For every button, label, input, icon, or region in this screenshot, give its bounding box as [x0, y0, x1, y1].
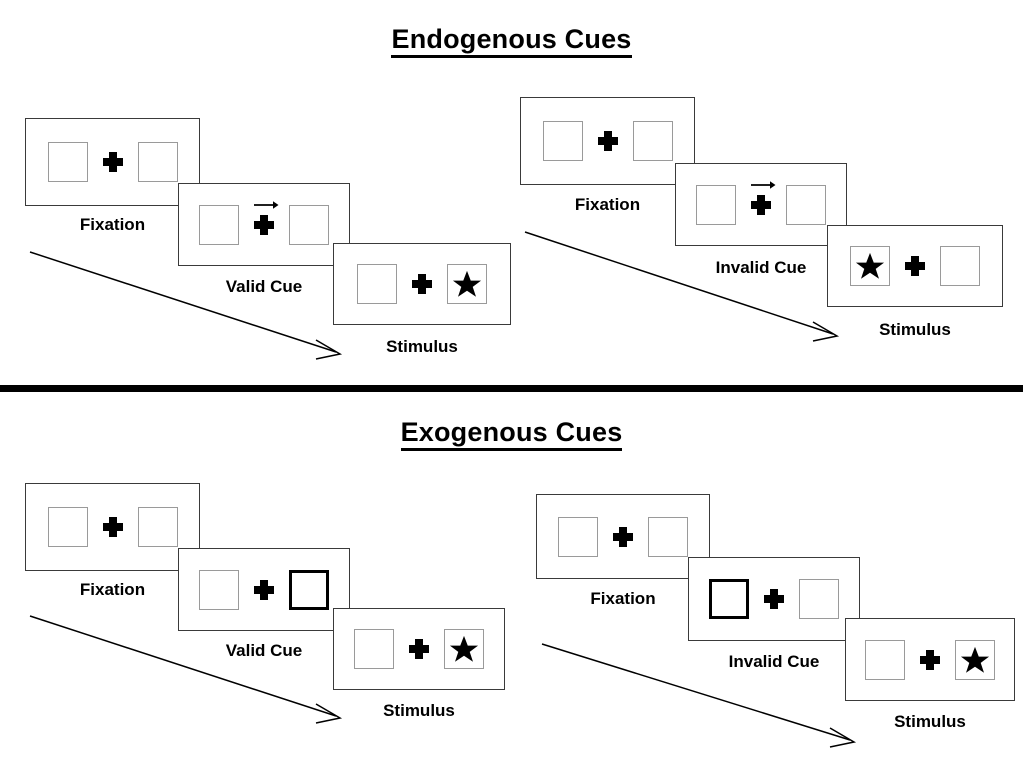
fixation-cross-icon — [102, 516, 124, 538]
fixation-cross-icon — [597, 130, 619, 152]
right-box — [289, 204, 329, 245]
left-box — [47, 142, 88, 182]
panel-content — [558, 516, 688, 557]
section-title-exogenous-text: Exogenous Cues — [400, 417, 623, 451]
panel-label-fixation: Fixation — [574, 195, 641, 214]
star-stimulus-icon — [452, 269, 482, 299]
panel-content — [709, 579, 839, 619]
star-stimulus-icon — [855, 251, 885, 281]
fixation-cross-icon — [750, 180, 776, 216]
fixation-cross-icon — [253, 579, 275, 601]
left-box — [558, 516, 598, 557]
right-box — [444, 629, 484, 669]
group-endogenous-invalid: Fixation Invalid Cue — [505, 0, 1023, 380]
panel-valid-cue-exogenous[interactable] — [178, 548, 350, 631]
left-box — [199, 204, 239, 245]
star-stimulus-icon — [960, 645, 990, 675]
arrow-right-cue-icon — [254, 200, 279, 209]
panel-label-stimulus: Stimulus — [879, 320, 951, 339]
panel-content — [357, 264, 487, 304]
panel-label-stimulus: Stimulus — [894, 712, 966, 731]
left-box — [354, 629, 394, 669]
fixation-cross-icon — [253, 200, 279, 236]
section-title-endogenous: Endogenous Cues — [0, 24, 1023, 58]
group-exogenous-invalid: Fixation Invalid Cue Stimulus — [520, 0, 1023, 767]
panel-fixation-endogenous-invalid[interactable] — [520, 97, 695, 185]
arrow-right-cue-icon — [751, 180, 776, 189]
panel-invalid-cue-exogenous[interactable] — [688, 557, 860, 641]
fixation-cross-icon — [102, 151, 124, 173]
right-box — [799, 579, 839, 619]
right-box — [940, 246, 980, 286]
panel-stimulus-exogenous-valid[interactable] — [333, 608, 505, 690]
right-box-cued — [289, 569, 329, 610]
left-box — [357, 264, 397, 304]
section-title-exogenous: Exogenous Cues — [0, 417, 1023, 451]
fixation-cross-icon — [408, 638, 430, 660]
panel-content — [696, 180, 826, 225]
group-endogenous-valid: Fixation Valid Cue — [0, 0, 520, 380]
fixation-cross-icon — [919, 649, 941, 671]
right-box — [137, 507, 178, 547]
left-box — [850, 246, 890, 286]
panel-stimulus-exogenous-invalid[interactable] — [845, 618, 1015, 701]
panel-label-stimulus: Stimulus — [386, 337, 458, 356]
right-box — [137, 142, 178, 182]
panel-content — [199, 200, 329, 245]
right-box — [648, 516, 688, 557]
panel-content — [199, 569, 329, 610]
right-box — [955, 639, 995, 680]
right-box — [786, 184, 826, 225]
fixation-cross-icon — [612, 526, 634, 548]
left-box — [47, 507, 88, 547]
panel-stimulus-endogenous-invalid[interactable] — [827, 225, 1003, 307]
fixation-cross-icon — [904, 255, 926, 277]
left-box-cued — [709, 579, 749, 619]
group-exogenous-valid: Fixation Valid Cue Stimulus — [25, 483, 505, 724]
left-box — [542, 121, 583, 161]
panel-content — [354, 629, 484, 669]
panel-stimulus-endogenous-valid[interactable] — [333, 243, 511, 325]
left-box — [696, 184, 736, 225]
panel-label-fixation: Fixation — [590, 589, 656, 608]
panel-content — [865, 639, 995, 680]
panel-fixation-endogenous-valid[interactable] — [25, 118, 200, 206]
star-stimulus-icon — [449, 634, 479, 664]
panel-label-invalid-cue: Invalid Cue — [728, 652, 820, 671]
panel-fixation-exogenous-invalid[interactable] — [536, 494, 710, 579]
left-box — [865, 639, 905, 680]
section-divider — [0, 385, 1023, 392]
fixation-cross-icon — [411, 273, 433, 295]
panel-fixation-exogenous-valid[interactable] — [25, 483, 200, 571]
right-box — [447, 264, 487, 304]
right-box — [632, 121, 673, 161]
panel-label-stimulus: Stimulus — [383, 701, 455, 720]
panel-content — [542, 121, 673, 161]
panel-content — [47, 507, 178, 547]
section-title-endogenous-text: Endogenous Cues — [391, 24, 632, 58]
left-box — [199, 569, 239, 610]
panel-content — [47, 142, 178, 182]
panel-content — [850, 246, 980, 286]
panel-label-fixation: Fixation — [79, 215, 146, 234]
fixation-cross-icon — [763, 588, 785, 610]
panel-label-valid-cue: Valid Cue — [225, 641, 303, 660]
panel-label-fixation: Fixation — [79, 580, 146, 599]
